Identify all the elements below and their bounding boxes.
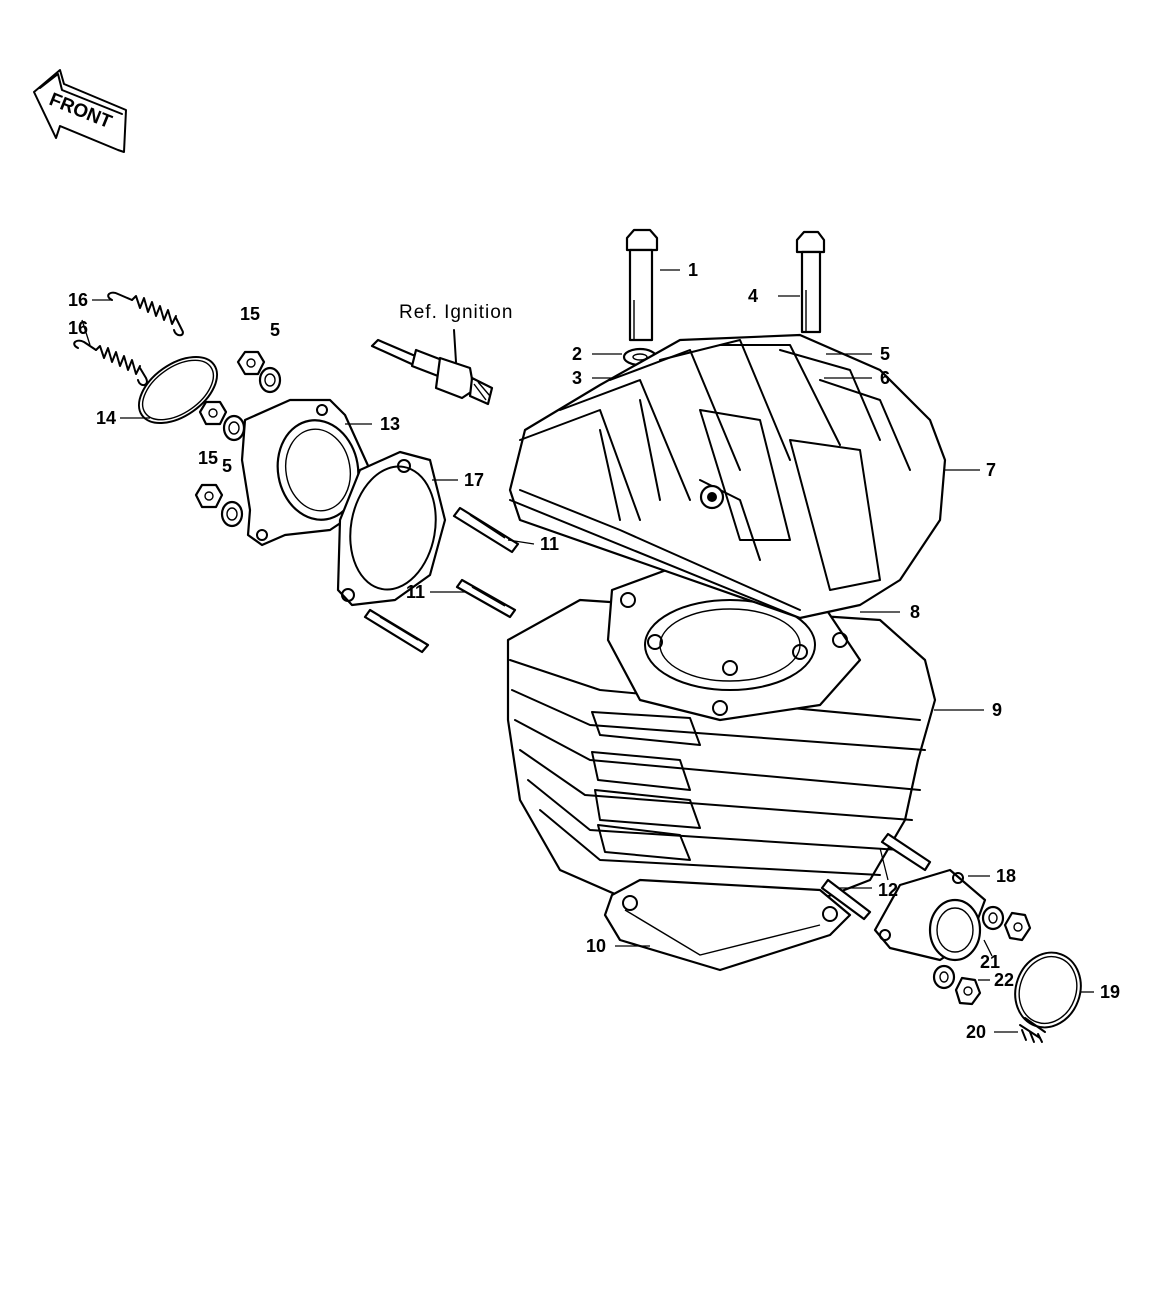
callout-2: 2 xyxy=(572,344,582,364)
callout-19: 19 xyxy=(1100,982,1120,1002)
callout-21: 21 xyxy=(980,952,1000,972)
exhaust-nuts-washers xyxy=(932,905,1032,1006)
callout-7: 7 xyxy=(986,460,996,480)
callout-15-upper: 15 xyxy=(240,304,260,324)
callout-17: 17 xyxy=(464,470,484,490)
base-gasket xyxy=(603,878,852,972)
callout-18: 18 xyxy=(996,866,1016,886)
intake-holder xyxy=(240,398,372,547)
callout-8: 8 xyxy=(910,602,920,622)
callout-14: 14 xyxy=(96,408,116,428)
cylinder-head xyxy=(508,333,947,620)
head-bolt-right xyxy=(795,230,826,334)
o-ring xyxy=(137,355,219,425)
callout-5-head: 5 xyxy=(880,344,890,364)
front-label: FRONT xyxy=(46,89,115,133)
callout-5-upper: 5 xyxy=(270,320,280,340)
reference-note: Ref. Ignition xyxy=(399,302,513,323)
callout-9: 9 xyxy=(992,700,1002,720)
spark-plug xyxy=(370,329,494,406)
callout-15-lower: 15 xyxy=(198,448,218,468)
callouts: 1 4 2 3 5 6 7 8 9 10 11 11 12 13 14 15 5… xyxy=(68,260,1120,1042)
callout-3: 3 xyxy=(572,368,582,388)
callout-1: 1 xyxy=(688,260,698,280)
callout-16-upper: 16 xyxy=(68,290,88,310)
callout-5-lower: 5 xyxy=(222,456,232,476)
callout-16-lower: 16 xyxy=(68,318,88,338)
exhaust-holder xyxy=(873,868,987,962)
callout-20: 20 xyxy=(966,1022,986,1042)
callout-22: 22 xyxy=(994,970,1014,990)
front-arrow-icon: FRONT xyxy=(33,69,127,153)
intake-gasket xyxy=(336,450,447,607)
exhaust-studs xyxy=(820,832,932,921)
head-bolt-left xyxy=(625,228,659,342)
springs xyxy=(73,291,184,386)
callout-4: 4 xyxy=(748,286,758,306)
callout-13: 13 xyxy=(380,414,400,434)
exhaust-clamp xyxy=(1014,951,1082,1043)
callout-11-upper: 11 xyxy=(540,534,559,554)
leader-lines xyxy=(81,269,1094,1033)
callout-11-lower: 11 xyxy=(406,582,425,602)
callout-6: 6 xyxy=(880,368,890,388)
nuts-washers-upper xyxy=(194,350,282,528)
callout-12: 12 xyxy=(878,880,898,900)
callout-10: 10 xyxy=(586,936,606,956)
studs-upper xyxy=(363,506,520,654)
